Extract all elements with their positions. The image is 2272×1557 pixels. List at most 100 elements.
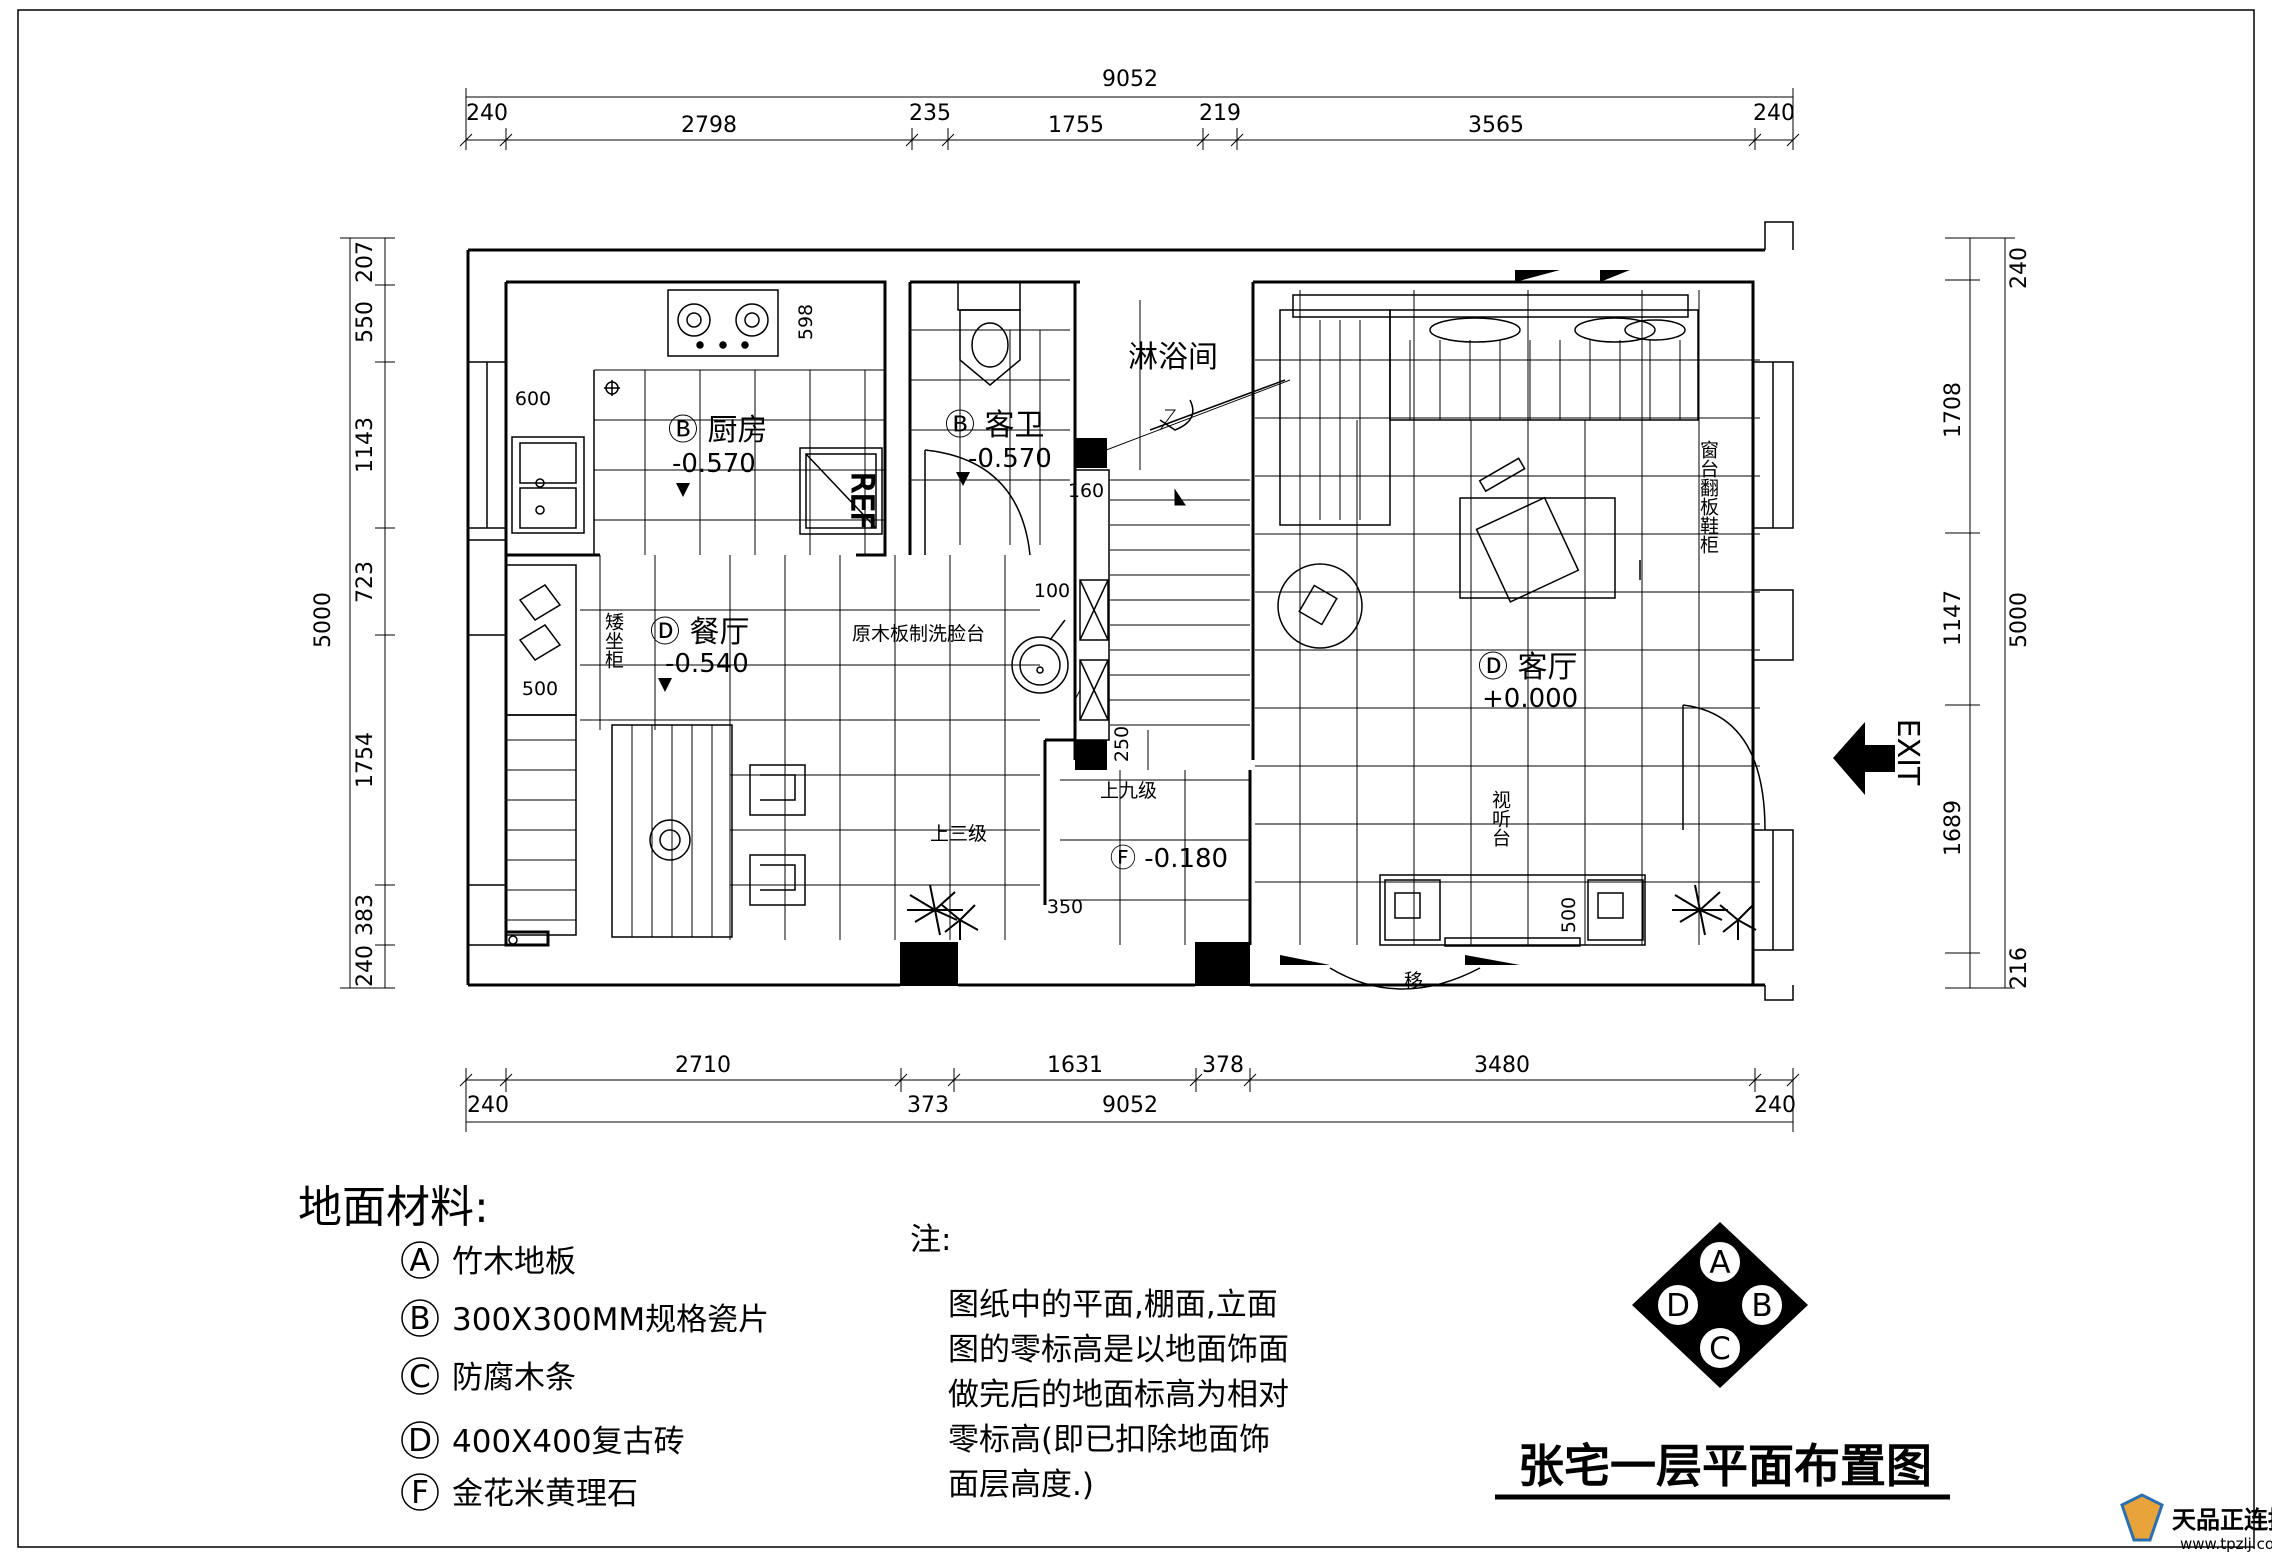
- up-three-label: 上三级: [930, 823, 987, 845]
- doors: [924, 379, 1766, 990]
- top-dim-5: 219: [1199, 101, 1241, 126]
- bottom-dimension-lines: [459, 1068, 1800, 1132]
- top-total-dim: 9052: [1102, 67, 1158, 92]
- bottom-row-dim-4: 240: [1754, 1093, 1796, 1118]
- dining-level: -0.540: [665, 649, 749, 679]
- left-dim-6: 383: [353, 894, 378, 936]
- right-dim-4: 1689: [1941, 800, 1966, 856]
- top-dim-3: 235: [909, 101, 951, 126]
- top-dim-6: 3565: [1468, 113, 1524, 138]
- foyer-level: Ⓕ -0.180: [1110, 844, 1228, 874]
- compass-letter-d: D: [1666, 1288, 1690, 1324]
- top-dim-7: 240: [1753, 101, 1795, 126]
- right-dim-5: 216: [2007, 947, 2032, 989]
- brand-url: www.tpzlj.com: [2180, 1535, 2272, 1553]
- bath-label: Ⓑ 客卫: [945, 408, 1045, 443]
- living-furniture: [1277, 294, 1699, 947]
- watermark: 天品正连接 www.tpzlj.com: [2120, 1493, 2272, 1553]
- legend-item-b: 300X300MM规格瓷片: [452, 1302, 769, 1338]
- inner-dim-100: 100: [1034, 580, 1070, 602]
- right-dim-2: 1708: [1941, 382, 1966, 438]
- move-label: 移: [1404, 970, 1423, 992]
- inner-dim-500-av: 500: [1558, 897, 1580, 933]
- drawing-title: 张宅一层平面布置图: [1518, 1439, 1932, 1493]
- inner-dim-160: 160: [1068, 480, 1104, 502]
- compass-letter-c: C: [1709, 1331, 1731, 1367]
- living-label: Ⓓ 客厅: [1478, 650, 1578, 685]
- left-dimension-lines: [340, 237, 395, 989]
- inner-dim-598: 598: [795, 304, 817, 340]
- basin-label: 原木板制洗脸台: [852, 623, 985, 645]
- legend-item-c: 防腐木条: [452, 1360, 576, 1396]
- left-dim-4: 723: [353, 561, 378, 603]
- left-dim-5: 1754: [353, 732, 378, 788]
- shower-label: 淋浴间: [1128, 340, 1218, 375]
- legend-item-d: 400X400复古砖: [452, 1424, 685, 1460]
- bottom-row-dim-2: 373: [907, 1093, 949, 1118]
- compass-letter-b: B: [1751, 1288, 1772, 1324]
- top-dimension-lines: [459, 88, 1800, 150]
- bottom-dim-2: 1631: [1047, 1053, 1103, 1078]
- kitchen-level: -0.570: [672, 449, 756, 479]
- exit-label: EXIT: [1890, 719, 1925, 786]
- note-line-1: 图纸中的平面,棚面,立面: [948, 1287, 1278, 1323]
- right-dim-1: 240: [2007, 247, 2032, 289]
- top-dim-4: 1755: [1048, 113, 1104, 138]
- right-dimension-lines: [1945, 237, 2015, 989]
- note-line-2: 图的零标高是以地面饰面: [948, 1332, 1289, 1368]
- compass-letter-a: A: [1709, 1245, 1730, 1281]
- note-line-5: 面层高度.): [948, 1467, 1094, 1503]
- living-floor-tile-grid: [1255, 290, 1760, 945]
- up-nine-label: 上九级: [1100, 780, 1157, 802]
- bottom-dim-1: 2710: [675, 1053, 731, 1078]
- plant-icons: [907, 884, 1757, 940]
- left-dim-1: 207: [353, 241, 378, 283]
- dining-floor-tile-grid: [580, 555, 1250, 945]
- bath-fixtures: [957, 282, 1110, 741]
- brand-logo-icon: [2120, 1493, 2164, 1542]
- inner-dim-500-seat: 500: [522, 678, 558, 700]
- bottom-row-dim-3: 9052: [1102, 1093, 1158, 1118]
- av-cabinet-label: 视听台: [1489, 790, 1511, 847]
- exit-arrow-icon: [1833, 722, 1895, 795]
- brand-name: 天品正连接: [2172, 1506, 2272, 1534]
- kitchen-label: Ⓑ 厨房: [668, 413, 768, 448]
- note-line-4: 零标高(即已扣除地面饰: [948, 1422, 1270, 1458]
- dining-furniture: [505, 564, 806, 945]
- legend-mark-a: A: [409, 1243, 430, 1279]
- note-line-3: 做完后的地面标高为相对: [948, 1377, 1289, 1413]
- legend-mark-f: F: [411, 1475, 429, 1511]
- inner-dim-600: 600: [515, 388, 551, 410]
- left-total-dim: 5000: [311, 592, 336, 648]
- top-dim-2: 2798: [681, 113, 737, 138]
- left-dim-2: 550: [353, 301, 378, 343]
- inner-dim-250: 250: [1111, 726, 1133, 762]
- legend-item-a: 竹木地板: [452, 1244, 576, 1280]
- bottom-row-dim-1: 240: [467, 1093, 509, 1118]
- kitchen-fixtures: REF: [511, 289, 883, 555]
- living-level: +0.000: [1482, 684, 1578, 714]
- inner-dim-350: 350: [1047, 896, 1083, 918]
- bottom-dim-3: 378: [1202, 1053, 1244, 1078]
- note-title: 注:: [910, 1222, 951, 1258]
- top-dim-1: 240: [466, 101, 508, 126]
- staircase: [1074, 300, 1291, 770]
- legend-mark-d: D: [408, 1423, 432, 1459]
- bath-floor-tile-grid: [910, 329, 1070, 545]
- right-dim-3: 1147: [1941, 590, 1966, 646]
- legend-list: A 竹木地板 B 300X300MM规格瓷片 C 防腐木条 D 400X400复…: [401, 1241, 769, 1512]
- windows: [467, 221, 1794, 1001]
- fridge-label: REF: [844, 472, 879, 529]
- seat-cabinet-label: 矮坐柜: [602, 612, 624, 669]
- bath-level: -0.570: [968, 444, 1052, 474]
- legend-mark-b: B: [409, 1301, 430, 1337]
- sheet-border: [17, 9, 2255, 1548]
- window-seat-label: 窗台翻板鞋柜: [1697, 440, 1719, 554]
- dining-label: Ⓓ 餐厅: [650, 615, 750, 650]
- left-dim-3: 1143: [353, 417, 378, 473]
- legend-title: 地面材料:: [298, 1182, 489, 1233]
- kitchen-floor-tile-grid: [594, 369, 885, 555]
- right-total-dim: 5000: [2007, 592, 2032, 648]
- section-index-symbol: A B C D: [1632, 1222, 1808, 1388]
